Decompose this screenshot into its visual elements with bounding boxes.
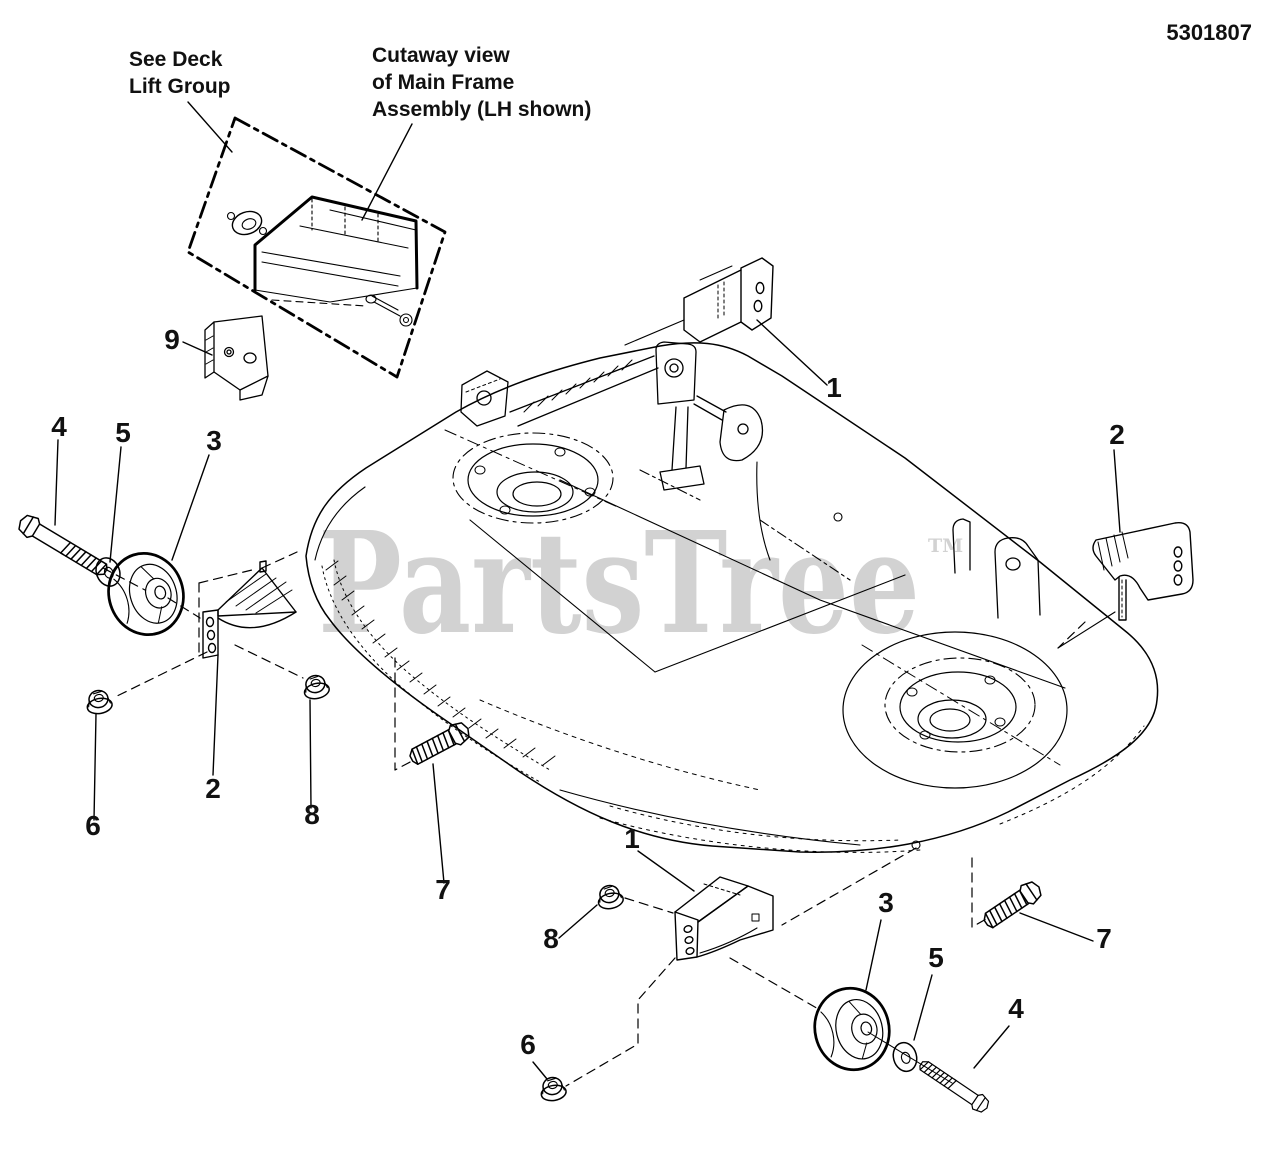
- callout-8-bottom: 8: [543, 923, 559, 954]
- watermark-text: PartsTree: [318, 502, 920, 666]
- flange-nut-part-8-bottom-drawing: [594, 882, 626, 912]
- callout-3-left: 3: [206, 425, 222, 456]
- callout-2-left: 2: [205, 773, 221, 804]
- gauge-wheel-part-3-left-drawing: [96, 542, 196, 646]
- callout-leader-lines: [54, 101, 1121, 1080]
- callout-4-left: 4: [51, 411, 67, 442]
- rear-bracket-part-2-left-drawing: [202, 560, 297, 659]
- flange-nut-part-6-bottom-drawing: [537, 1074, 569, 1104]
- right-spindle-rings: [842, 631, 1068, 789]
- deck-frame-tower: [460, 341, 771, 561]
- flange-nut-part-6-left-drawing: [83, 687, 115, 717]
- front-bracket-part-1-bottom-drawing: [674, 876, 774, 961]
- hex-bolt-part-7-left-drawing: [405, 718, 474, 770]
- flange-nut-part-8-left-drawing: [300, 672, 332, 702]
- mower-deck-drawing: [305, 341, 1159, 853]
- cutaway-view-note: Cutaway view of Main Frame Assembly (LH …: [372, 44, 592, 121]
- callout-2-right: 2: [1109, 419, 1125, 450]
- callout-1-top: 1: [826, 372, 842, 403]
- callout-7-left: 7: [435, 874, 451, 905]
- washer-part-5-bottom-drawing: [889, 1039, 921, 1075]
- callout-1-bottom: 1: [624, 823, 640, 854]
- callout-5-bottom: 5: [928, 942, 944, 973]
- front-bracket-part-1-top-drawing: [624, 257, 774, 346]
- callout-7-bottom: 7: [1096, 923, 1112, 954]
- main-frame-cutaway-drawing: [226, 195, 419, 327]
- cutaway-screw-icon: [365, 294, 413, 327]
- watermark-trademark-symbol: TM: [928, 535, 963, 557]
- left-spindle-rings: [444, 429, 621, 524]
- callout-8-left: 8: [304, 799, 320, 830]
- callout-numbers: 9 4 5 3 1 2 2 6 8 7 1 8 3 5 7 4 6: [51, 324, 1125, 1060]
- callout-6-left: 6: [85, 810, 101, 841]
- assembly-alignment-lines: [102, 551, 1086, 1087]
- hex-bolt-part-7-bottom-drawing: [978, 877, 1046, 933]
- callout-9: 9: [164, 324, 180, 355]
- rear-bracket-part-2-right-drawing: [1057, 522, 1194, 649]
- hex-bolt-part-4-bottom-drawing: [915, 1055, 993, 1116]
- diagram-number: 5301807: [1166, 20, 1252, 45]
- deck-lift-group-note: See Deck Lift Group: [129, 48, 231, 98]
- callout-6-bottom: 6: [520, 1029, 536, 1060]
- deck-rear-tabs: [952, 518, 1041, 619]
- bracket-part-9-drawing: [204, 315, 269, 401]
- gauge-wheel-part-3-bottom-drawing: [804, 978, 900, 1080]
- callout-3-bottom: 3: [878, 887, 894, 918]
- callout-4-bottom: 4: [1008, 993, 1024, 1024]
- callout-5-left: 5: [115, 417, 131, 448]
